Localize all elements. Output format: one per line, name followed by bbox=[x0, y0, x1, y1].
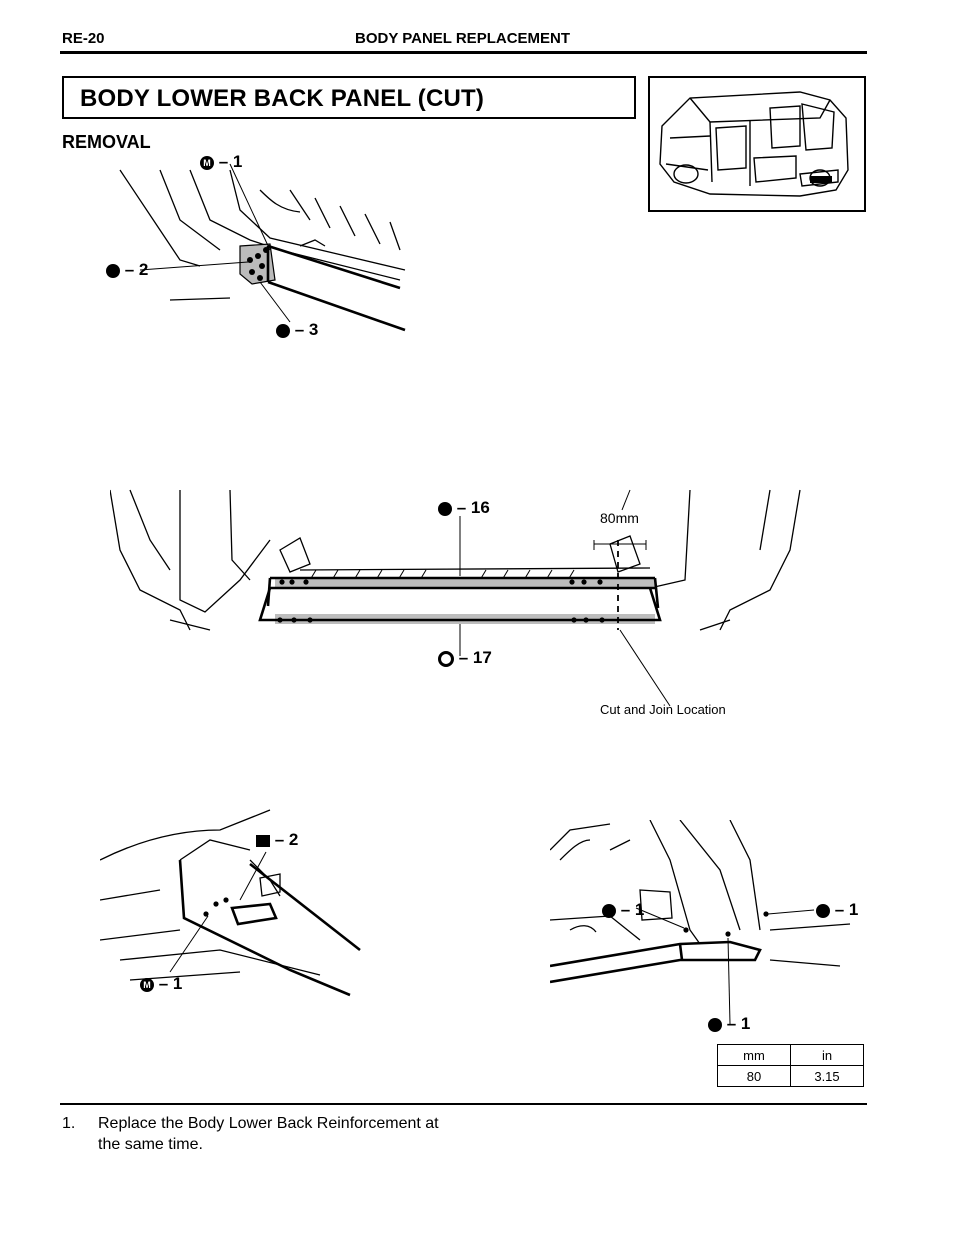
figure-bottom-right-detail: – 1 – 1 – 1 bbox=[549, 819, 870, 1035]
callout-1-1-right: – 1 bbox=[816, 900, 858, 920]
table-row: 80 3.15 bbox=[717, 1065, 864, 1087]
callout-o-17: – 17 bbox=[438, 648, 492, 668]
page-code: RE-20 bbox=[62, 30, 105, 47]
table-cell: 80 bbox=[717, 1065, 791, 1087]
figure-middle-overview: – 16 – 17 80mm Cut and Join Location bbox=[109, 480, 810, 720]
page-title: BODY LOWER BACK PANEL (CUT) bbox=[80, 85, 485, 112]
note-list: 1. Replace the Body Lower Back Reinforcem… bbox=[62, 1113, 439, 1155]
note-item: 1. Replace the Body Lower Back Reinforcem… bbox=[62, 1113, 439, 1134]
highlighted-panel bbox=[810, 176, 832, 183]
callout-m-1-bottom: M – 1 bbox=[140, 974, 182, 994]
note-text-line2: the same time. bbox=[98, 1136, 203, 1153]
notes-rule bbox=[60, 1103, 867, 1105]
figure-bottom-left-detail: – 2 M – 1 bbox=[99, 800, 370, 1000]
table-header-cell: in bbox=[790, 1044, 864, 1066]
title-box: BODY LOWER BACK PANEL (CUT) bbox=[62, 76, 636, 119]
section-title: BODY PANEL REPLACEMENT bbox=[355, 30, 571, 47]
callout-1-3: – 3 bbox=[276, 320, 318, 340]
section-heading: REMOVAL bbox=[62, 132, 151, 152]
table-cell: 3.15 bbox=[790, 1065, 864, 1087]
table-header-row: mm in bbox=[717, 1044, 864, 1066]
note-text-line1: Replace the Body Lower Back Reinforcemen… bbox=[98, 1115, 439, 1132]
callout-m-1: M – 1 bbox=[200, 152, 242, 172]
callout-1-16: – 16 bbox=[438, 498, 490, 518]
dimension-table: mm in 80 3.15 bbox=[717, 1044, 864, 1087]
dimension-label-80mm: 80mm bbox=[600, 510, 639, 526]
vehicle-thumbnail bbox=[648, 76, 866, 212]
upper-panel-shade bbox=[275, 578, 655, 588]
table-header-cell: mm bbox=[717, 1044, 791, 1066]
header-rule bbox=[60, 51, 867, 54]
figure-top-detail: M – 1 – 2 – 3 bbox=[100, 150, 420, 340]
callout-1-1-bottom: – 1 bbox=[708, 1014, 750, 1034]
callout-square-2: – 2 bbox=[256, 830, 298, 850]
callout-1-2: – 2 bbox=[106, 260, 148, 280]
callout-1-1-left: – 1 bbox=[602, 900, 644, 920]
vehicle-body-illustration bbox=[659, 91, 849, 197]
cut-and-join-label: Cut and Join Location bbox=[600, 702, 726, 717]
note-number: 1. bbox=[62, 1115, 76, 1132]
